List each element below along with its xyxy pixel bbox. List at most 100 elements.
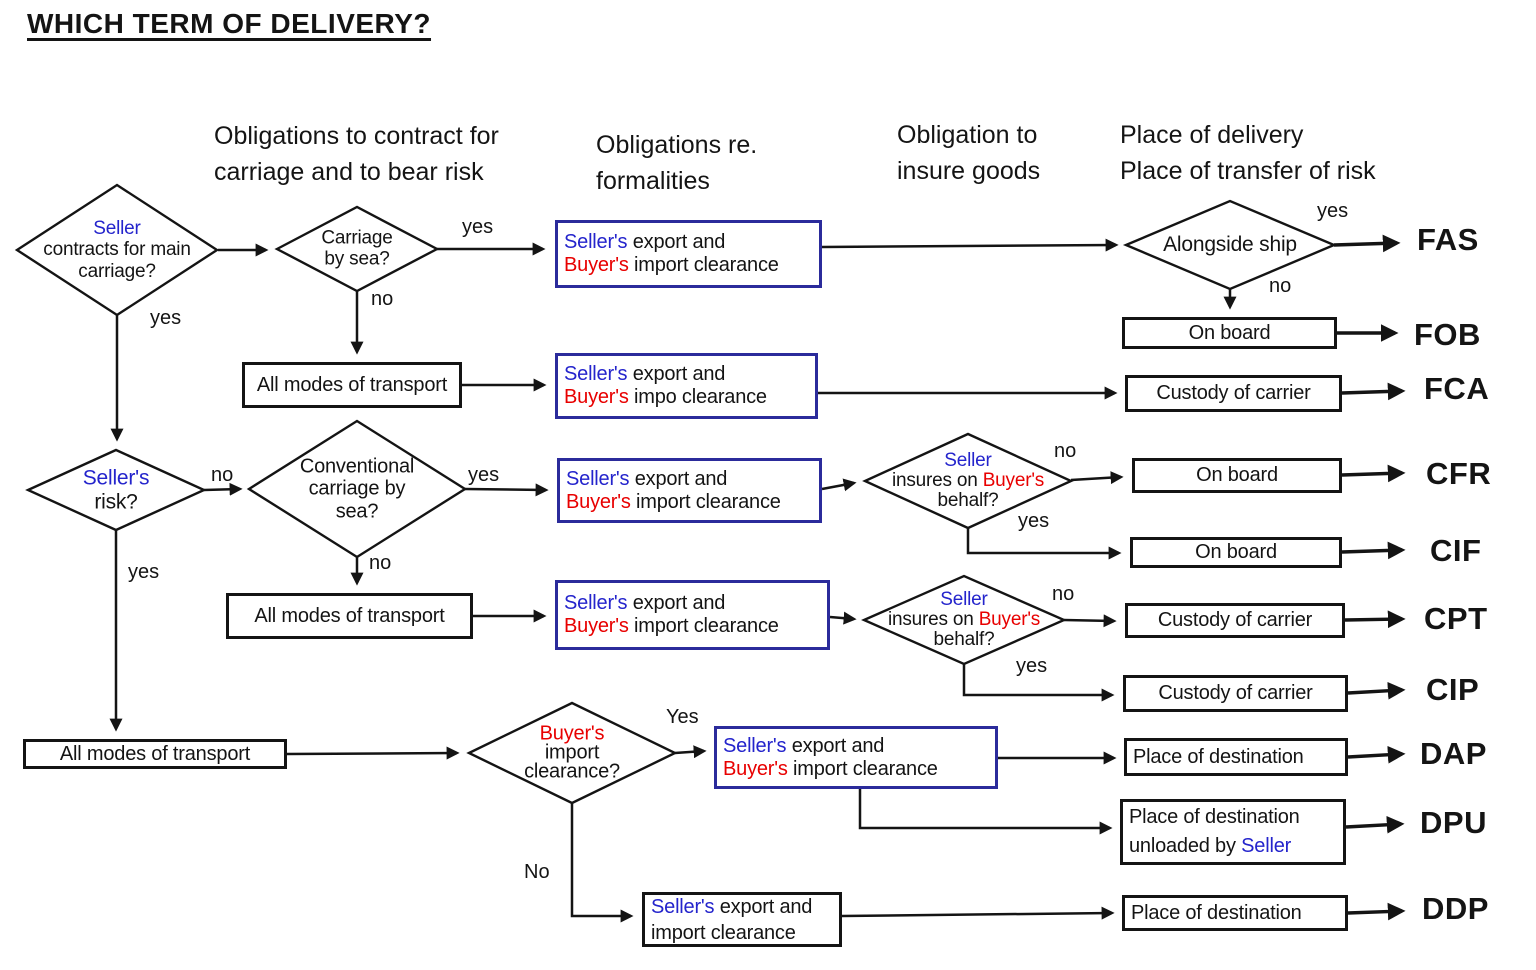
box-line: Place of destination (1129, 806, 1300, 828)
label-insure1-yes: yes (1018, 510, 1050, 532)
decision-line: carriage by (308, 477, 406, 500)
decision-alongside-ship-shape (1122, 199, 1338, 291)
box-line: Buyer's import clearance (564, 615, 779, 637)
decision-insure-cfr-cif: Seller insures on Buyer's behalf? (892, 451, 1044, 511)
decision-line: behalf? (937, 489, 999, 511)
place-of-destination-box-dap: Place of destination (1124, 738, 1348, 776)
label-alongside-yes: yes (1317, 200, 1349, 222)
clearance-box-cpt: Seller's export and Buyer's import clear… (555, 580, 830, 650)
term-fca: FCA (1424, 371, 1490, 406)
header-line: insure goods (897, 157, 1041, 185)
term-cpt: CPT (1424, 601, 1488, 636)
box-line: unloaded by Seller (1129, 835, 1292, 857)
decision-line: insures on Buyer's (887, 609, 1041, 631)
decision-carriage-by-sea: Carriage by sea? (321, 228, 392, 271)
box-line: Seller's export and (564, 592, 726, 614)
label-carriage-sea-yes: yes (462, 216, 494, 238)
term-fob: FOB (1414, 317, 1481, 352)
decision-insure-cpt-cip: Seller insures on Buyer's behalf? (888, 590, 1040, 650)
decision-line: import (544, 741, 600, 764)
label-sellers-risk-no: no (211, 464, 234, 486)
clearance-box-dap: Seller's export and Buyer's import clear… (714, 726, 998, 789)
decision-conventional-carriage: Conventional carriage by sea? (300, 455, 415, 523)
on-board-box-cif: On board (1130, 537, 1342, 568)
header-line: Place of delivery (1120, 121, 1304, 149)
decision-alongside-ship: Alongside ship (1163, 233, 1297, 257)
all-modes-box-1: All modes of transport (242, 362, 462, 408)
decision-sellers-risk-shape (25, 448, 207, 532)
decision-main-carriage: Seller contracts for main carriage? (43, 218, 191, 282)
decision-line: behalf? (933, 628, 995, 650)
box-line: Seller's export and (564, 363, 726, 385)
box-line: Seller's export and (564, 231, 726, 253)
decision-line: Seller (940, 589, 988, 611)
label-insure1-no: no (1054, 440, 1077, 462)
decision-line: insures on Buyer's (891, 470, 1045, 492)
all-modes-box-2: All modes of transport (226, 593, 473, 639)
label-import-no: No (524, 861, 550, 883)
header-line: Place of transfer of risk (1120, 157, 1376, 185)
box-line: Seller's export and (723, 734, 885, 757)
header-insurance: Obligation to insure goods (897, 117, 1040, 189)
custody-box-cip: Custody of carrier (1123, 675, 1348, 712)
decision-line: risk? (94, 490, 138, 513)
decision-carriage-by-sea-shape (274, 205, 440, 293)
header-line: Obligations to contract for (214, 122, 499, 150)
header-line: carriage and to bear risk (214, 158, 484, 186)
box-line: Buyer's import clearance (723, 757, 938, 780)
label-conventional-no: no (369, 552, 392, 574)
term-fas: FAS (1417, 222, 1479, 257)
decision-buyers-import-shape (466, 701, 678, 805)
term-cip: CIP (1426, 672, 1480, 707)
decision-line: Seller (944, 450, 992, 472)
decision-line: contracts for main (43, 239, 191, 261)
header-formalities: Obligations re. formalities (596, 127, 757, 199)
all-modes-box-3: All modes of transport (23, 739, 287, 769)
clearance-box-cfr: Seller's export and Buyer's import clear… (557, 458, 822, 523)
decision-insure-cfr-cif-shape (862, 432, 1074, 530)
label-main-carriage-yes: yes (150, 307, 182, 329)
label-insure2-yes: yes (1016, 655, 1048, 677)
box-line: Seller's export and (651, 895, 813, 918)
header-line: formalities (596, 167, 710, 195)
decision-main-carriage-shape (14, 183, 220, 317)
place-of-destination-box-dpu: Place of destination unloaded by Seller (1120, 799, 1346, 865)
decision-conventional-carriage-shape (246, 419, 468, 559)
decision-line: clearance? (524, 760, 620, 783)
decision-insure-cpt-cip-shape (861, 574, 1067, 666)
custody-box-cpt: Custody of carrier (1125, 603, 1345, 638)
label-carriage-sea-no: no (371, 288, 394, 310)
page-title: WHICH TERM OF DELIVERY? (27, 8, 432, 39)
box-line: Seller's export and (566, 467, 728, 490)
decision-sellers-risk: Seller's risk? (83, 466, 150, 513)
header-line: Obligation to (897, 121, 1038, 149)
term-cif: CIF (1430, 533, 1482, 568)
label-sellers-risk-yes: yes (128, 561, 160, 583)
decision-line: Buyer's (539, 722, 605, 745)
box-line: Buyer's import clearance (564, 254, 779, 276)
header-delivery: Place of delivery Place of transfer of r… (1120, 117, 1376, 189)
decision-line: Seller's (82, 466, 150, 490)
decision-line: Carriage (321, 227, 393, 249)
header-line: Obligations re. (596, 131, 758, 159)
box-line: Buyer's impo clearance (564, 386, 767, 408)
decision-line: Alongside ship (1163, 233, 1297, 257)
on-board-box-cfr: On board (1132, 458, 1342, 493)
decision-line: sea? (335, 500, 379, 523)
decision-line: carriage? (78, 260, 156, 282)
decision-buyers-import: Buyer's import clearance? (524, 722, 620, 783)
term-ddp: DDP (1422, 891, 1489, 926)
custody-box-fca: Custody of carrier (1125, 375, 1342, 412)
decision-line: by sea? (324, 249, 390, 270)
box-line: import clearance (651, 921, 796, 944)
decision-line: Seller (93, 218, 141, 240)
clearance-box-fca: Seller's export and Buyer's impo clearan… (555, 353, 818, 419)
header-carriage-risk: Obligations to contract for carriage and… (214, 118, 499, 190)
term-cfr: CFR (1426, 456, 1492, 491)
place-of-destination-box-ddp: Place of destination (1122, 895, 1348, 931)
label-conventional-yes: yes (468, 464, 500, 486)
term-dap: DAP (1420, 736, 1487, 771)
box-line: Buyer's import clearance (566, 490, 781, 513)
